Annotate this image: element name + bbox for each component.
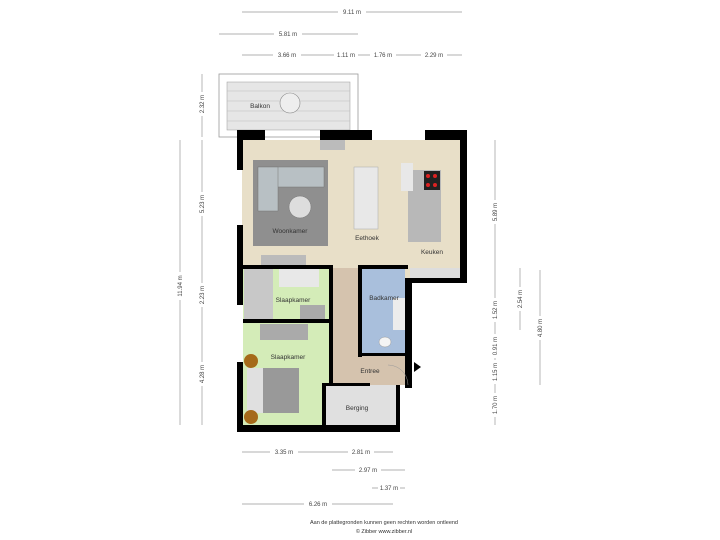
room-label-keuken: Keuken <box>421 249 443 256</box>
dim-top-seg2: 1.11 m <box>337 53 355 59</box>
entrance-arrow-icon <box>414 362 421 372</box>
dim-right-kitchen: 5.89 m <box>493 203 499 221</box>
storage <box>325 385 398 425</box>
disclaimer-text: Aan de plattegronden kunnen geen rechten… <box>310 520 458 526</box>
copyright-text: © Zibber www.zibber.nl <box>356 528 412 535</box>
nightstand-icon <box>244 354 258 368</box>
dim-left-total: 11.94 m <box>178 275 184 296</box>
dim-right-outer2: 4.80 m <box>538 319 544 337</box>
dim-right-entry: 1.15 m <box>493 363 499 381</box>
dim-bottom-entry: 2.97 m <box>359 468 377 474</box>
dim-right-storage: 1.70 m <box>493 396 499 414</box>
room-label-eethoek: Eethoek <box>355 235 380 242</box>
toilet-icon <box>378 336 392 348</box>
dim-bottom-total: 6.26 m <box>309 502 327 508</box>
desk-icon <box>279 269 319 287</box>
coffee-table-icon <box>288 195 312 219</box>
dim-top-balcony: 5.81 m <box>279 32 297 38</box>
dining-table-icon <box>353 166 379 230</box>
dim-right-toilet: 0.91 m <box>493 337 499 355</box>
dim-top-seg1: 3.66 m <box>278 53 296 59</box>
nightstand-icon <box>244 410 258 424</box>
cooktop-icon <box>424 171 440 190</box>
dim-right-outer1: 2.54 m <box>518 290 524 308</box>
single-bed-icon <box>244 268 273 320</box>
room-label-entree: Entree <box>360 368 380 375</box>
furniture <box>244 140 441 424</box>
room-label-badkamer: Badkamer <box>369 295 399 302</box>
dim-bottom-seg2: 2.81 m <box>352 450 370 456</box>
dim-left-living: 5.23 m <box>200 195 206 213</box>
room-label-balkon: Balkon <box>250 103 270 110</box>
walls <box>237 130 467 432</box>
room-label-slaapkamer-2: Slaapkamer <box>271 354 307 361</box>
dimensions-right: 5.89 m 1.52 m 0.91 m 1.15 m 1.70 m 2.54 … <box>491 140 544 425</box>
kitchen-counter-low <box>410 268 460 280</box>
bathtub-icon <box>393 298 405 330</box>
dim-bottom-seg1: 3.35 m <box>275 450 293 456</box>
dim-right-bath: 1.52 m <box>493 301 499 319</box>
table-icon <box>279 92 301 114</box>
dim-bottom-small: 1.37 m <box>380 486 398 492</box>
entree-area <box>333 355 408 385</box>
dim-top-total: 9.11 m <box>343 10 361 16</box>
dimensions-left: 2.32 m 5.23 m 2.23 m 4.28 m 11.94 m <box>176 74 206 425</box>
door-swing-icon <box>387 364 409 386</box>
dim-top-seg3: 1.76 m <box>374 53 392 59</box>
room-label-woonkamer: Woonkamer <box>273 228 309 235</box>
balcony: Balkon <box>218 73 359 138</box>
room-label-berging: Berging <box>346 405 369 412</box>
dimensions-top: 9.11 m 5.81 m 3.66 m 1.11 m 1.76 m 2.29 … <box>219 8 462 59</box>
room-label-slaapkamer-1: Slaapkamer <box>276 297 312 304</box>
dimensions-bottom: 3.35 m 2.81 m 2.97 m 1.37 m 6.26 m <box>242 448 405 508</box>
dim-top-seg4: 2.29 m <box>425 53 443 59</box>
dim-left-bed2: 4.28 m <box>200 365 206 383</box>
dim-left-bed1: 2.23 m <box>200 286 206 304</box>
dim-left-balcony: 2.32 m <box>200 95 206 113</box>
